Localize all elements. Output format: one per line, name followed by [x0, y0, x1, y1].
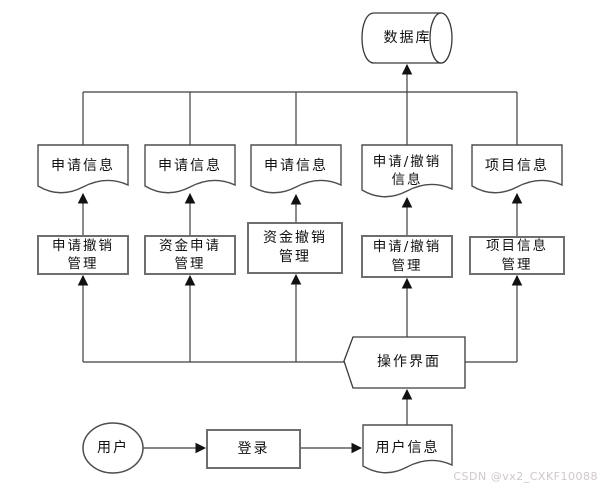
- arrow-connectors: [77, 63, 523, 454]
- node-shapes: [37, 12, 565, 474]
- rect-project-info-mgmt-shape: [469, 236, 565, 275]
- rect-apply-cancel-mgmt-shape: [37, 235, 129, 275]
- database-cylinder: [361, 12, 453, 64]
- doc-project-info-shape: [471, 144, 563, 194]
- user-ellipse-shape: [82, 422, 144, 474]
- login-shape: [206, 429, 301, 469]
- rect-apply-or-cancel-mgmt-shape: [361, 235, 453, 278]
- connector-lines: [82, 91, 518, 363]
- operation-ui-shape: [343, 336, 466, 389]
- rect-fund-cancel-mgmt-shape: [247, 222, 343, 274]
- rect-fund-apply-mgmt-shape: [144, 235, 236, 275]
- doc-apply-info-2-shape: [144, 144, 236, 194]
- user-info-shape: [362, 424, 453, 474]
- doc-apply-info-1-shape: [37, 144, 129, 194]
- doc-apply-info-3-shape: [250, 144, 342, 194]
- doc-apply-cancel-info-shape: [361, 144, 453, 198]
- csdn-watermark: CSDN @vx2_CXKF10088: [453, 470, 598, 483]
